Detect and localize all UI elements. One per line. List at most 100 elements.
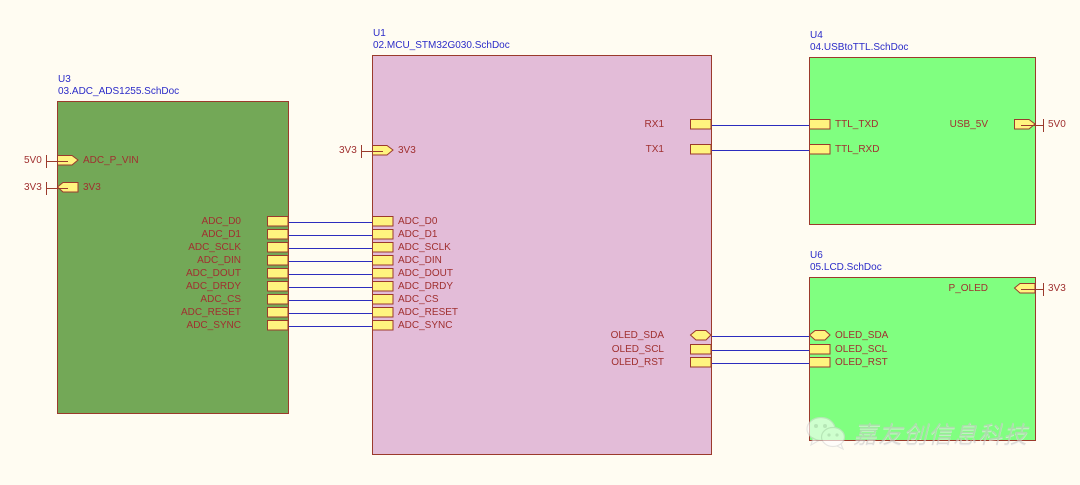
entry-label: ADC_DRDY — [398, 281, 454, 292]
wire-adc_cs — [289, 300, 372, 301]
entry-pin-icon — [267, 255, 289, 266]
designator-id: U4 — [810, 30, 823, 41]
wire-adc_sync — [289, 326, 372, 327]
wire-adc_d1 — [289, 235, 372, 236]
entry-label: TTL_RXD — [835, 144, 880, 155]
watermark: 嘉友创信息科技 — [806, 415, 1028, 450]
entry-label: 3V3 — [83, 182, 101, 193]
entry-pin-icon — [690, 119, 712, 130]
sheet-filename: 02.MCU_STM32G030.SchDoc — [373, 40, 510, 51]
power-port-label: 3V3 — [1048, 283, 1066, 294]
wire-adc_sclk — [289, 248, 372, 249]
entry-label: ADC_DOUT — [398, 268, 454, 279]
entry-label: TTL_TXD — [835, 119, 879, 130]
entry-label: ADC_DOUT — [185, 268, 241, 279]
entry-label: ADC_D0 — [398, 216, 438, 227]
wire-rx1 — [712, 125, 809, 126]
entry-label: ADC_RESET — [180, 307, 241, 318]
entry-bidir-icon — [808, 330, 831, 341]
entry-label: ADC_SYNC — [186, 320, 241, 331]
wire-adc_reset — [289, 313, 372, 314]
entry-pin-icon — [372, 229, 394, 240]
entry-output-icon — [372, 145, 394, 156]
entry-pin-icon — [372, 307, 394, 318]
entry-output-icon — [57, 155, 79, 166]
power-port-tick — [1043, 283, 1044, 296]
wire-adc_d0 — [289, 222, 372, 223]
entry-label: P_OLED — [948, 283, 988, 294]
entry-label: OLED_RST — [611, 357, 664, 368]
designator-id: U6 — [810, 250, 823, 261]
wire-tx1 — [712, 150, 809, 151]
entry-pin-icon — [690, 144, 712, 155]
sheet-filename: 03.ADC_ADS1255.SchDoc — [58, 86, 180, 97]
sheet-filename: 05.LCD.SchDoc — [810, 262, 882, 273]
sheet-block-u3[interactable] — [57, 101, 289, 414]
entry-pin-icon — [809, 357, 831, 368]
entry-label: ADC_CS — [200, 294, 241, 305]
entry-label: 3V3 — [398, 145, 416, 156]
entry-pin-icon — [267, 268, 289, 279]
entry-pin-icon — [690, 357, 712, 368]
entry-pin-icon — [809, 344, 831, 355]
entry-label: ADC_SYNC — [398, 320, 453, 331]
power-port-wire — [46, 161, 68, 162]
entry-pin-icon — [372, 294, 394, 305]
power-port-label: 5V0 — [24, 155, 42, 166]
entry-pin-icon — [690, 344, 712, 355]
power-port-label: 5V0 — [1048, 119, 1066, 130]
entry-label: ADC_SCLK — [188, 242, 241, 253]
entry-label: OLED_RST — [835, 357, 888, 368]
entry-label: ADC_D1 — [201, 229, 241, 240]
power-port-wire — [1021, 289, 1043, 290]
entry-pin-icon — [372, 255, 394, 266]
wechat-icon — [806, 416, 846, 450]
entry-pin-icon — [267, 242, 289, 253]
entry-label: OLED_SCL — [611, 344, 664, 355]
wire-adc_dout — [289, 274, 372, 275]
designator-id: U1 — [373, 28, 386, 39]
entry-pin-icon — [809, 119, 831, 130]
entry-bidir-icon — [689, 330, 712, 341]
entry-label: RX1 — [644, 119, 664, 130]
entry-pin-icon — [267, 307, 289, 318]
power-port-wire — [46, 188, 68, 189]
wire-oled_sda — [712, 336, 809, 337]
wire-adc_drdy — [289, 287, 372, 288]
wire-oled_rst — [712, 363, 809, 364]
sheet-block-u4[interactable] — [809, 57, 1036, 225]
wire-adc_din — [289, 261, 372, 262]
entry-label: ADC_RESET — [398, 307, 459, 318]
entry-pin-icon — [267, 281, 289, 292]
entry-label: ADC_DIN — [197, 255, 241, 266]
entry-label: OLED_SCL — [835, 344, 888, 355]
entry-pin-icon — [372, 281, 394, 292]
entry-input-icon — [56, 182, 79, 193]
designator-id: U3 — [58, 74, 71, 85]
entry-label: OLED_SDA — [835, 330, 889, 341]
power-port-wire — [1021, 125, 1043, 126]
entry-pin-icon — [267, 216, 289, 227]
power-port-tick — [1043, 119, 1044, 132]
power-port-label: 3V3 — [339, 145, 357, 156]
entry-label: ADC_DIN — [398, 255, 442, 266]
entry-pin-icon — [372, 216, 394, 227]
entry-pin-icon — [267, 320, 289, 331]
entry-label: ADC_DRDY — [185, 281, 241, 292]
sheet-block-u1[interactable] — [372, 55, 712, 455]
power-port-label: 3V3 — [24, 182, 42, 193]
entry-pin-icon — [267, 294, 289, 305]
entry-label: ADC_CS — [398, 294, 439, 305]
entry-pin-icon — [267, 229, 289, 240]
entry-label: USB_5V — [949, 119, 988, 130]
entry-pin-icon — [372, 268, 394, 279]
wire-oled_scl — [712, 350, 809, 351]
entry-output-icon — [1014, 119, 1036, 130]
sheet-block-u6[interactable] — [809, 277, 1036, 441]
entry-input-icon — [1013, 283, 1036, 294]
entry-pin-icon — [809, 144, 831, 155]
